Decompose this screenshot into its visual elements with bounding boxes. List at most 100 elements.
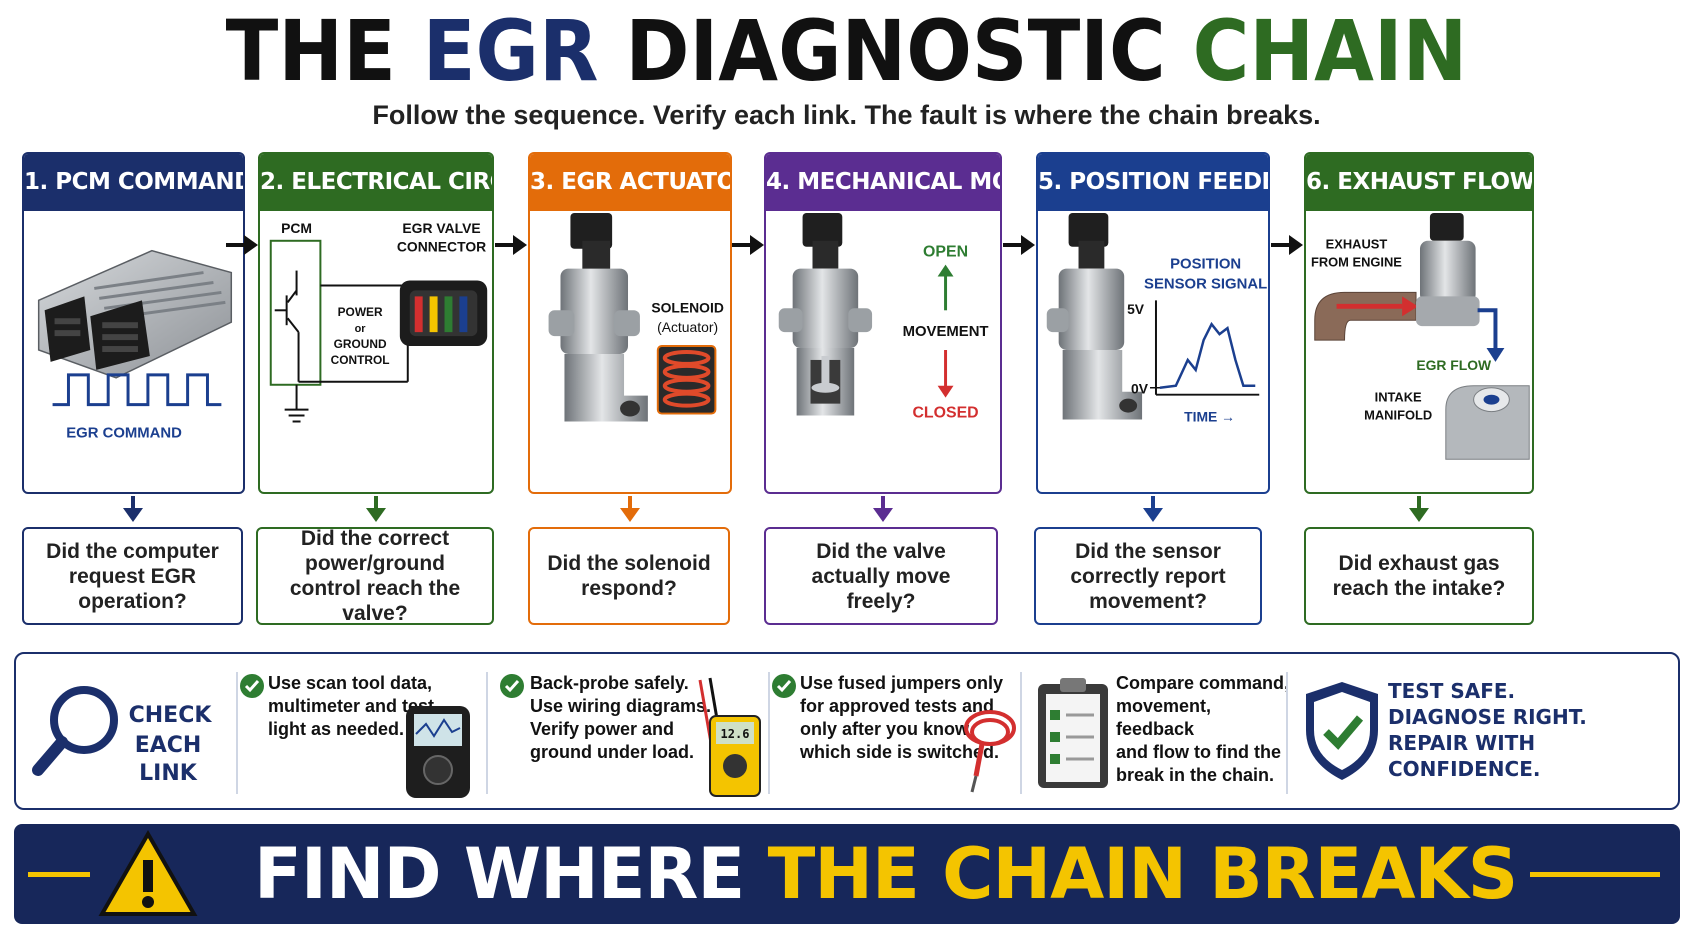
tip-separator [768,672,770,794]
egr-valve-connector [399,280,488,347]
tip-line: Use fused jumpers only [800,673,1004,693]
power-label-3: GROUND [334,337,387,351]
time-axis-label: TIME → [1184,409,1235,425]
pcm-box [269,239,322,386]
exhaust-label-2: FROM ENGINE [1311,255,1402,270]
question-box-exhaust-flow: Did exhaust gas reach the intake? [1304,527,1534,625]
check-title-1: CHECK [128,703,212,728]
check-title-2: EACH LINK [134,733,202,786]
tip-fused-jumpers: Use fused jumpers only for approved test… [800,672,1030,764]
tip-line: Use wiring diagrams. [530,696,712,716]
tip-line: only after you know [800,719,970,739]
shield-check-icon [1306,682,1378,780]
tip-separator [486,672,488,794]
exhaust-flow-arrow-icon [1336,296,1419,317]
tip-line: Compare command, [1116,673,1290,693]
actuator-label: (Actuator) [657,319,718,335]
title-part-egr: EGR [422,2,599,100]
tip-line: Verify power and [530,719,675,739]
solenoid-label: SOLENOID [651,299,724,315]
pcm-connector-left [44,296,91,362]
title-part-chain: CHAIN [1192,2,1468,100]
multimeter-icon: 12.6 [698,677,761,797]
step-card-mechanical-movement: 4. MECHANICAL MOVEMENT OPEN MOVEMENT CLO… [764,152,1002,494]
tip-line: break in the chain. [1116,765,1275,785]
step-heading: 2. ELECTRICAL CIRCUIT [260,154,492,211]
egr-valve-illustration: SOLENOID (Actuator) [548,212,724,422]
clipboard-icon [1038,678,1108,788]
tip-separator [236,672,238,794]
closed-label: CLOSED [912,405,978,422]
chain-arrow-icon [1271,235,1303,255]
step-card-pcm-command: 1. PCM COMMAND EGR COMMAND [22,152,245,494]
position-signal-label-2: SENSOR SIGNAL [1144,276,1267,292]
tip-line: and flow to find the [1116,742,1281,762]
down-arrow-icon [366,496,386,522]
position-signal-label-1: POSITION [1170,257,1241,273]
bottom-banner: FIND WHERE THE CHAIN BREAKS [14,824,1680,924]
down-arrow-icon [1409,496,1429,522]
zero-volt-label: 0V [1131,381,1149,397]
down-arrow-icon [1143,496,1163,522]
tip-line: light as needed. [268,719,405,739]
egr-flow-arrow-icon [1477,308,1505,362]
question-box-mechanical-movement: Did the valve actually move freely? [764,527,998,625]
tip-separator [1020,672,1022,794]
tip-separator [1286,672,1288,794]
pcm-module-illustration: EGR COMMAND [37,249,233,441]
banner-line-left [28,872,90,877]
scan-tool-icon [406,706,470,798]
slogan-line: REPAIR WITH [1388,731,1536,755]
slogan-line: DIAGNOSE RIGHT. [1388,705,1587,729]
tip-line: which side is switched. [800,742,1000,762]
chain-arrow-icon [732,235,764,255]
five-volt-label: 5V [1127,301,1145,317]
chain-arrow-icon [1003,235,1035,255]
step-card-egr-actuator: 3. EGR ACTUATOR SOLENOID (Actuator) [528,152,732,494]
title-part-the: THE [225,2,423,100]
slogan-line: CONFIDENCE. [1388,757,1541,781]
banner-text-yellow: THE CHAIN BREAKS [767,833,1519,915]
egr-command-label: EGR COMMAND [66,425,182,441]
tip-line: ground under load. [530,742,694,762]
check-circle-icon [240,674,264,698]
step-card-exhaust-flow: 6. EXHAUST FLOW EXHAUST FROM ENGINE EGR … [1304,152,1534,494]
tip-scan-tool: Use scan tool data, multimeter and test … [268,672,468,741]
page-title: THE EGR DIAGNOSTIC CHAIN [68,0,1626,100]
banner-text: FIND WHERE THE CHAIN BREAKS [254,824,1519,924]
tip-line: for approved tests and [800,696,995,716]
exhaust-pipe [1314,291,1417,341]
warning-icon [98,830,198,916]
question-box-electrical-circuit: Did the correct power/ground control rea… [256,527,494,625]
chain-arrow-icon [495,235,527,255]
connector-label-1: EGR VALVE [402,220,480,236]
tip-back-probe: Back-probe safely. Use wiring diagrams. … [530,672,730,764]
egr-command-square-wave [52,373,222,407]
signal-graph [1150,300,1260,396]
tips-panel: CHECK EACH LINK Use scan tool data, mult… [14,652,1680,810]
step-heading: 3. EGR ACTUATOR [530,154,730,211]
movement-label: MOVEMENT [903,324,989,340]
slogan-line: TEST SAFE. [1388,679,1516,703]
exhaust-label-1: EXHAUST [1326,237,1388,252]
valve-movement-illustration: OPEN MOVEMENT CLOSED [778,212,989,422]
question-box-position-feedback: Did the sensor correctly report movement… [1034,527,1262,625]
title-part-diagnostic: DIAGNOSTIC [598,2,1193,100]
tip-line: Use scan tool data, [268,673,433,693]
step-heading: 4. MECHANICAL MOVEMENT [766,154,1000,211]
banner-text-white: FIND WHERE [254,833,768,915]
chain-arrow-icon [226,235,258,255]
page-subtitle: Follow the sequence. Verify each link. T… [372,100,1321,130]
step-card-position-feedback: 5. POSITION FEEDBACK POSITION SENSOR SIG… [1036,152,1270,494]
signal-trace [1159,321,1256,389]
power-label-1: POWER [338,305,383,319]
question-box-egr-actuator: Did the solenoid respond? [528,527,730,625]
tip-line: Back-probe safely. [530,673,689,693]
power-label-4: CONTROL [331,353,390,367]
banner-line-right [1530,872,1660,877]
safe-slogan: TEST SAFE. DIAGNOSE RIGHT. REPAIR WITH C… [1388,678,1668,782]
tip-compare: Compare command, movement, feedback and … [1116,672,1292,787]
step-heading: 1. PCM COMMAND [24,154,243,211]
check-circle-icon [500,674,524,698]
intake-label-1: INTAKE [1375,390,1422,405]
